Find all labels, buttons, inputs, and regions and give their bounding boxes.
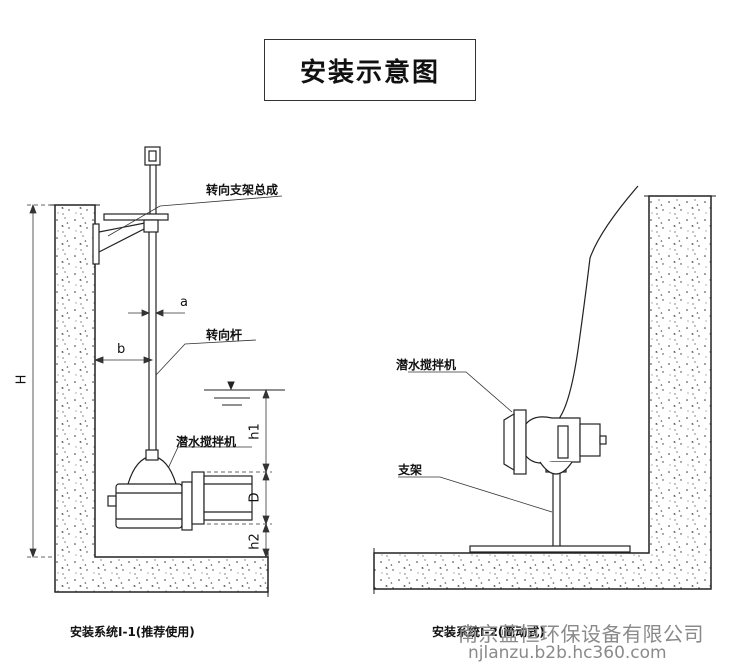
dim-label-a: a (180, 295, 188, 310)
left-submersible-mixer (107, 449, 253, 531)
leader-mixer (164, 446, 252, 476)
label-steering-bracket-assembly: 转向支架总成 (206, 183, 279, 197)
leader-right-mixer (408, 371, 513, 413)
dim-b-line (93, 356, 154, 364)
dim-vertical-h1-D-h2 (200, 388, 272, 559)
dim-label-b: b (117, 342, 126, 357)
watermark-company: 南京蓝恒环保设备有限公司 (458, 622, 704, 646)
label-right-mixer: 潜水搅拌机 (396, 358, 457, 372)
right-leader-lines (398, 371, 553, 513)
wall-mount-plate (92, 223, 100, 265)
dim-a-line (128, 309, 185, 317)
steering-rod (144, 146, 161, 458)
dim-label-h1: h1 (247, 423, 263, 440)
leader-right-bracket (398, 476, 553, 513)
dim-label-D: D (247, 492, 263, 503)
right-submersible-mixer (503, 409, 607, 475)
water-level-symbol (204, 381, 285, 406)
steering-bracket-assembly (98, 213, 169, 253)
dim-H-line (27, 203, 55, 559)
page-title: 安装示意图 (264, 39, 476, 101)
leader-steering-rod (155, 339, 257, 376)
label-steering-rod: 转向杆 (206, 328, 243, 342)
left-leader-lines (107, 195, 283, 476)
label-left-mixer: 潜水搅拌机 (176, 435, 237, 449)
leader-steering-bracket (107, 195, 283, 237)
dim-label-h2: h2 (247, 533, 263, 550)
label-right-bracket: 支架 (398, 463, 423, 477)
right-installation-system (373, 185, 716, 594)
dim-label-H: H (14, 374, 30, 385)
right-concrete-wall (373, 195, 712, 590)
watermark-url: njlanzu.b2b.hc360.com (468, 643, 667, 663)
caption-system-2: 安装系统Ⅰ-2(简动式) (432, 625, 545, 639)
power-cable (557, 185, 639, 421)
left-installation-system (27, 146, 285, 597)
right-base-plate (469, 545, 631, 553)
caption-system-1: 安装系统Ⅰ-1(推荐使用) (70, 625, 195, 639)
